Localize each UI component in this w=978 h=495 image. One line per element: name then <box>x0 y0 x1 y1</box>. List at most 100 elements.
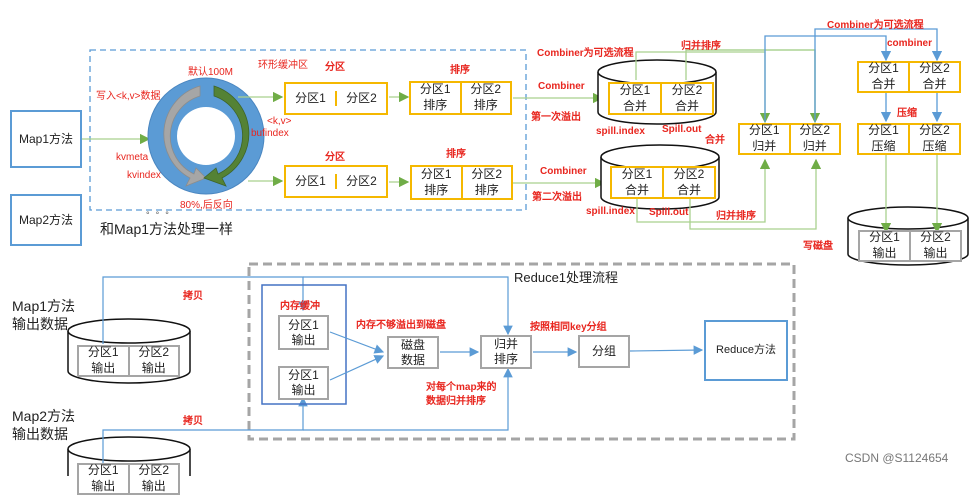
memory-buffer-label: 内存缓冲 <box>280 301 320 312</box>
reverse-at-80-label: 80%,后反向 <box>180 200 233 211</box>
copy-line-map1-to-merge <box>303 276 513 336</box>
combiner-label-2: Combiner <box>540 166 587 177</box>
sort-cell: 分区1 排序 <box>419 82 451 112</box>
memory-buffer-box <box>261 284 347 405</box>
sort-cell: 分区2 排序 <box>459 82 511 114</box>
combine-box-spill1: 分区1 合并 分区2 合并 <box>608 82 714 115</box>
merge-sort-label-bottom: 归并排序 <box>716 211 756 222</box>
combiner-line-p2 <box>814 28 943 122</box>
merge-label: 合并 <box>705 135 725 146</box>
sort-label-1: 排序 <box>450 65 470 76</box>
output-cell: 分区2 输出 <box>909 230 960 262</box>
merge-cell: 分区2 归并 <box>788 123 840 155</box>
sort-cell: 分区2 排序 <box>460 166 512 199</box>
sort-label-2: 排序 <box>446 149 466 160</box>
compress-cell: 分区1 压缩 <box>868 123 899 153</box>
compress-box: 分区1 压缩 分区2 压缩 <box>857 123 961 155</box>
arrow-buffer1-to-disk <box>329 331 385 354</box>
compress-cell: 分区2 压缩 <box>908 123 959 155</box>
merge-sort-box: 归并 排序 <box>480 335 532 369</box>
map1-output-data-label: Map1方法 输出数据 <box>12 298 76 332</box>
partition-cell: 分区1 <box>295 90 326 105</box>
kvindex-label: kvindex <box>127 170 161 181</box>
sort-box-1: 分区1 排序 分区2 排序 <box>409 81 512 115</box>
combine-cell: 分区1 合并 <box>619 82 651 113</box>
map-task-container <box>89 49 527 211</box>
map-output-cell: 分区1 输出 <box>87 463 119 493</box>
spill-out-label-2: Spill.out <box>649 207 689 218</box>
combine-cell: 分区2 合并 <box>660 82 712 115</box>
ring-buffer-title: 环形缓冲区 <box>258 60 308 71</box>
partition-box-1: 分区1 分区2 <box>284 82 388 115</box>
combine-box-final: 分区1 合并 分区2 合并 <box>857 61 961 93</box>
map2-method-label: Map2方法 <box>18 212 74 227</box>
write-disk-label: 写磁盘 <box>803 241 833 252</box>
map2-output-box: 分区1 输出 分区2 输出 <box>77 463 180 495</box>
group-by-key-label: 按照相同key分组 <box>530 322 607 333</box>
kvmeta-label: kvmeta <box>116 152 149 163</box>
map2-output-data-label: Map2方法 输出数据 <box>12 408 76 442</box>
merge-line-spill2-p2 <box>689 158 822 230</box>
watermark: CSDN @S1124654 <box>845 451 949 465</box>
merge-line-spill2-p1 <box>636 158 771 223</box>
combine-cell: 分区2 合并 <box>908 61 959 93</box>
copy-label-2: 拷贝 <box>183 416 203 427</box>
sort-box-2: 分区1 排序 分区2 排序 <box>410 165 513 200</box>
arrow-buffer2-to-disk <box>329 355 385 381</box>
combiner-line-p1 <box>764 35 892 122</box>
spill-out-label-1: Spill.out <box>662 124 702 135</box>
reduce-method-box: Reduce方法 <box>704 320 788 381</box>
copy-label-1: 拷贝 <box>183 291 203 302</box>
spill-index-label-2: spill.index <box>586 206 635 217</box>
default-size-label: 默认100M <box>188 67 234 78</box>
output-box: 分区1 输出 分区2 输出 <box>858 230 962 262</box>
buffer-output-box-1: 分区1 输出 <box>278 315 329 350</box>
partition-cell: 分区2 <box>335 173 386 190</box>
output-cell: 分区1 输出 <box>869 230 900 260</box>
merge-each-map-label: 对每个map来的 数据归并排序 <box>426 382 497 407</box>
map-output-cell: 分区1 输出 <box>87 345 119 375</box>
partition-cell: 分区1 <box>295 173 326 188</box>
map1-method-label: Map1方法 <box>18 131 74 146</box>
copy-line-map2 <box>102 396 308 463</box>
merge-sort-label-top: 归并排序 <box>681 41 721 52</box>
sort-cell: 分区1 排序 <box>420 166 452 197</box>
write-kv-label: 写入<k,v>数据 <box>96 91 161 102</box>
kv-label: <k,v> <box>267 116 292 127</box>
combine-box-spill2: 分区1 合并 分区2 合并 <box>610 166 716 199</box>
merge-box: 分区1 归并 分区2 归并 <box>738 123 841 155</box>
partition-box-2: 分区1 分区2 <box>284 165 388 198</box>
second-spill-label: 第二次溢出 <box>532 192 582 203</box>
reduce-task-container <box>247 262 796 441</box>
bufindex-label: bufindex <box>251 128 289 139</box>
partition-cell: 分区2 <box>335 90 386 107</box>
map1-method-box: Map1方法 <box>10 110 82 168</box>
combiner-optional-label-1: Combiner为可选流程 <box>537 48 634 59</box>
map-output-cell: 分区2 输出 <box>127 463 179 495</box>
first-spill-label: 第一次溢出 <box>531 112 581 123</box>
map2-method-box: Map2方法 <box>10 194 82 246</box>
spill-to-disk-label: 内存不够溢出到磁盘 <box>356 320 446 331</box>
ring-buffer-icon <box>147 77 265 195</box>
map1-output-box: 分区1 输出 分区2 输出 <box>77 345 180 377</box>
ellipsis-dots: °°° <box>146 210 175 220</box>
partition-label-1: 分区 <box>325 62 345 73</box>
same-as-map1-note: 和Map1方法处理一样 <box>100 221 234 237</box>
copy-line-map2-to-merge <box>303 367 513 431</box>
map-output-cell: 分区2 输出 <box>127 345 179 377</box>
partition-label-2: 分区 <box>325 152 345 163</box>
combine-cell: 分区1 合并 <box>868 61 899 91</box>
combine-cell: 分区1 合并 <box>621 166 653 197</box>
arrow-group-to-reduce <box>629 345 704 355</box>
combine-cell: 分区2 合并 <box>662 166 714 199</box>
group-box: 分组 <box>578 335 630 368</box>
combiner-label-1: Combiner <box>538 81 585 92</box>
copy-line-map1 <box>102 276 308 344</box>
combiner-optional-label-2: Combiner为可选流程 <box>827 20 924 31</box>
merge-cell: 分区1 归并 <box>748 123 780 153</box>
buffer-output-box-2: 分区1 输出 <box>278 366 329 400</box>
compress-label: 压缩 <box>897 108 917 119</box>
combiner-lower-label: combiner <box>887 38 933 49</box>
reduce-title: Reduce1处理流程 <box>514 270 619 285</box>
spill-index-label-1: spill.index <box>596 126 645 137</box>
